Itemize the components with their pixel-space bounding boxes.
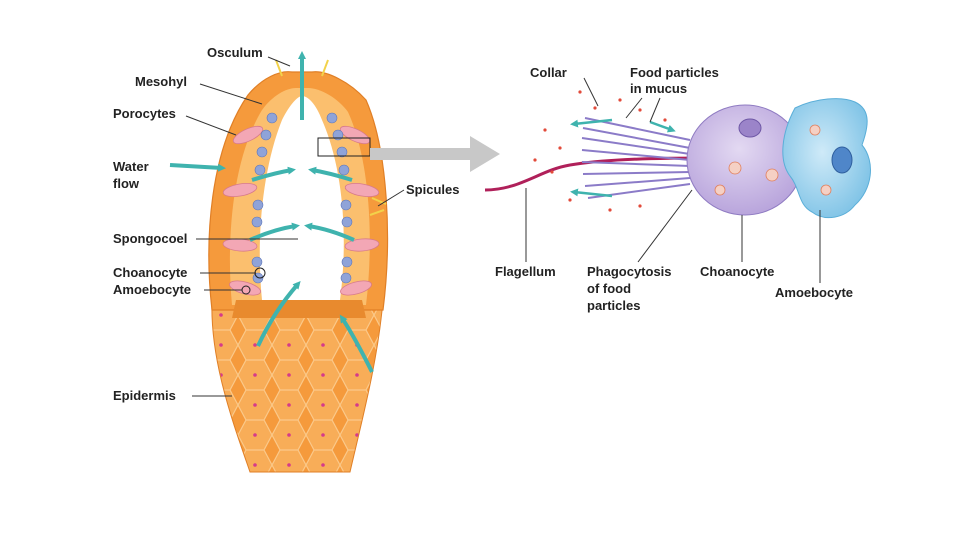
label-phagocytosis-3: particles (587, 298, 640, 313)
label-collar: Collar (530, 65, 567, 80)
choanocyte-lining (251, 112, 353, 284)
label-mesohyl: Mesohyl (135, 74, 187, 89)
inset-box (317, 137, 371, 157)
label-phagocytosis-1: Phagocytosis (587, 264, 672, 279)
label-water-flow-1: Water (113, 159, 149, 174)
labels: Osculum Mesohyl Porocytes Water flow Spo… (113, 45, 853, 403)
label-food-particles-2: in mucus (630, 81, 687, 96)
label-spongocoel: Spongocoel (113, 231, 187, 246)
choanocyte-detail (484, 90, 871, 219)
water-flow-arrows (169, 51, 374, 373)
porocyte-channels (222, 125, 380, 296)
flagellum-shape (484, 156, 713, 192)
label-osculum: Osculum (207, 45, 263, 60)
label-spicules: Spicules (406, 182, 459, 197)
food-particles (533, 90, 667, 212)
sponge-body (169, 51, 389, 473)
label-amoebocyte-left: Amoebocyte (113, 282, 191, 297)
label-choanocyte-left: Choanocyte (113, 265, 187, 280)
label-phagocytosis-2: of food (587, 281, 631, 296)
zoom-pointer (370, 136, 500, 172)
label-flagellum: Flagellum (495, 264, 556, 279)
label-amoebocyte-right: Amoebocyte (775, 285, 853, 300)
label-epidermis: Epidermis (113, 388, 176, 403)
label-porocytes: Porocytes (113, 106, 176, 121)
amoebocyte-body (782, 98, 871, 219)
choanocyte-nucleus (738, 118, 762, 138)
label-water-flow-2: flow (113, 176, 140, 191)
collar-flow-arrows (570, 118, 676, 198)
label-choanocyte-right: Choanocyte (700, 264, 774, 279)
label-food-particles-1: Food particles (630, 65, 719, 80)
cut-face (232, 300, 366, 318)
spongocoel-cavity (259, 96, 344, 300)
epidermis-surface (211, 299, 384, 473)
